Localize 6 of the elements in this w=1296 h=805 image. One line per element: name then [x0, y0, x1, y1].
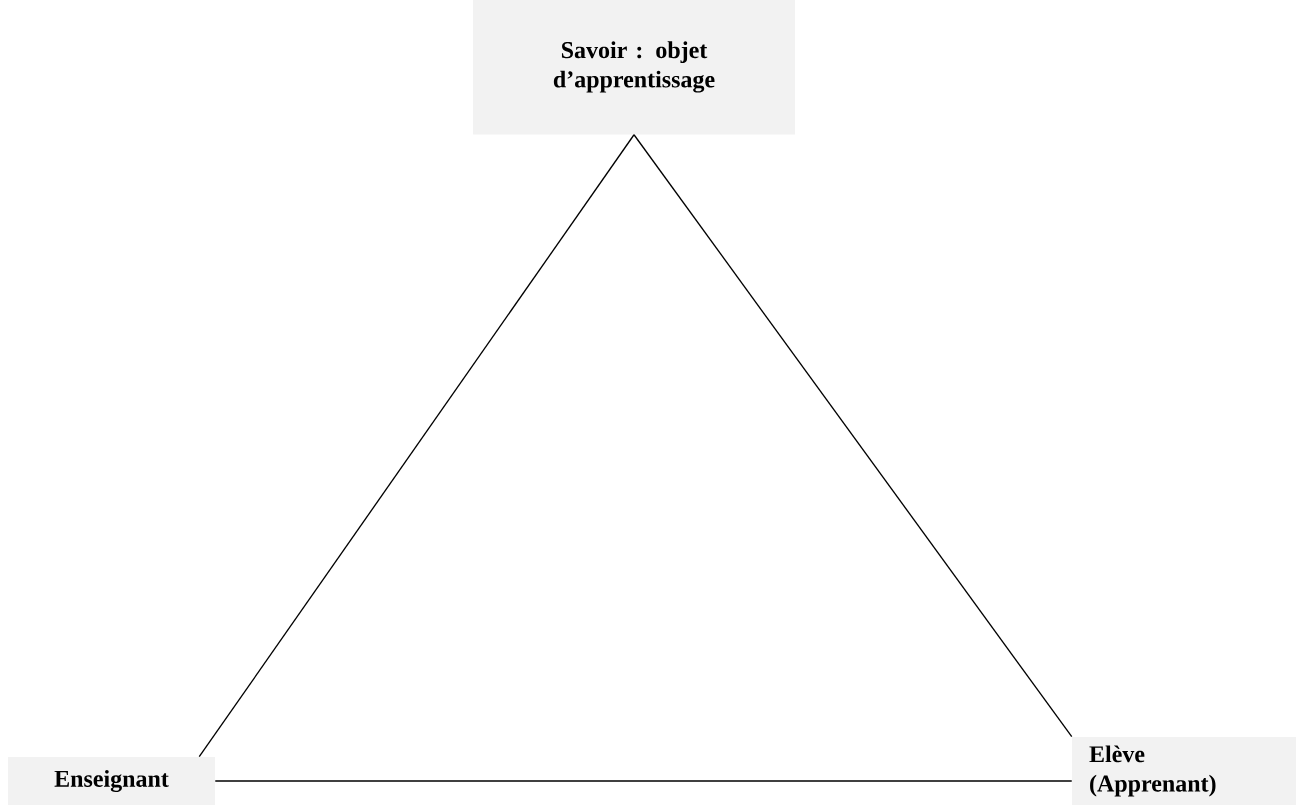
- line: [633, 134, 1073, 738]
- line: [214, 780, 1073, 782]
- line: [198, 134, 635, 758]
- label-box: Savoir : objet d’apprentissage: [473, 0, 795, 135]
- label-box: Enseignant: [8, 757, 215, 805]
- label-box: Elève (Apprenant): [1072, 737, 1296, 805]
